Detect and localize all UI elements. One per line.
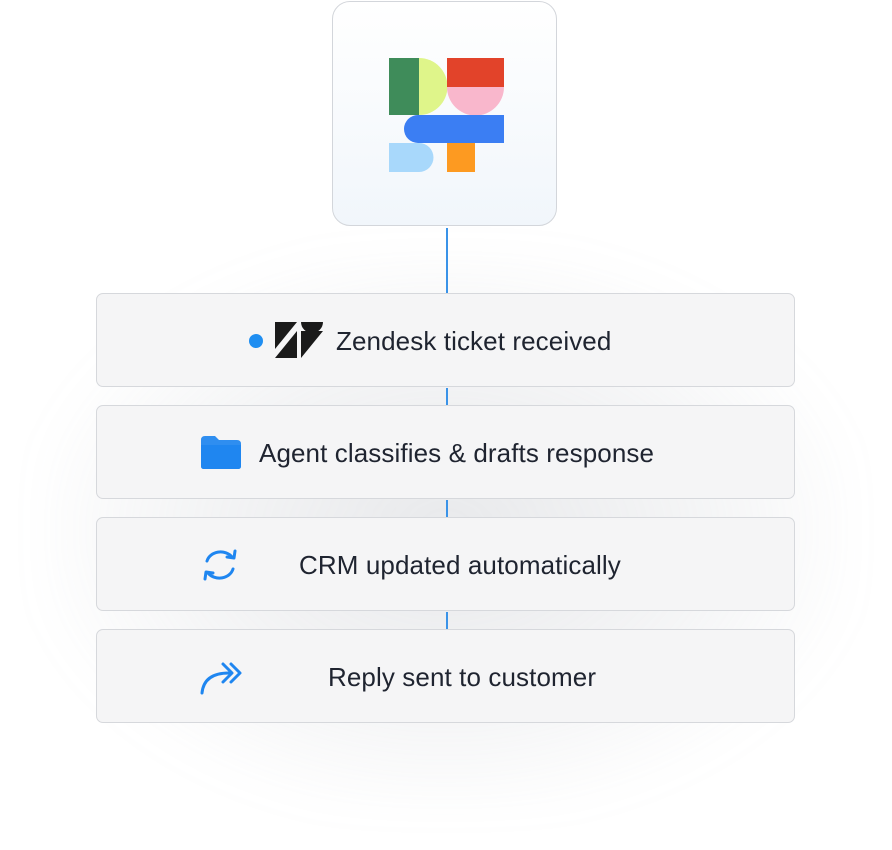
step-agent-classifies: Agent classifies & drafts response [96, 405, 795, 499]
forward-arrow-icon [199, 658, 245, 701]
step-crm-updated: CRM updated automatically [96, 517, 795, 611]
step-reply-sent: Reply sent to customer [96, 629, 795, 723]
logo-red-block [447, 58, 504, 87]
folder-icon [199, 434, 243, 475]
sync-icon [199, 544, 241, 591]
step-label: Zendesk ticket received [336, 326, 612, 356]
logo-lightblue-block [389, 143, 434, 172]
brand-logo-icon [389, 58, 504, 172]
zendesk-icon [275, 322, 323, 363]
step-label: Reply sent to customer [328, 662, 597, 692]
step-label: CRM updated automatically [299, 550, 621, 580]
logo-pink-block [447, 87, 504, 116]
logo-orange-block [447, 143, 475, 172]
connector-line [445, 388, 448, 405]
connector-line [445, 612, 448, 629]
logo-lime-block [419, 58, 448, 115]
step-label: Agent classifies & drafts response [259, 438, 655, 468]
step-zendesk-ticket: Zendesk ticket received [96, 293, 795, 387]
active-status-dot [249, 334, 263, 348]
brand-logo-card [332, 1, 557, 226]
logo-blue-block [404, 115, 504, 143]
connector-line [445, 228, 448, 293]
logo-green-block [389, 58, 419, 115]
connector-line [445, 500, 448, 517]
